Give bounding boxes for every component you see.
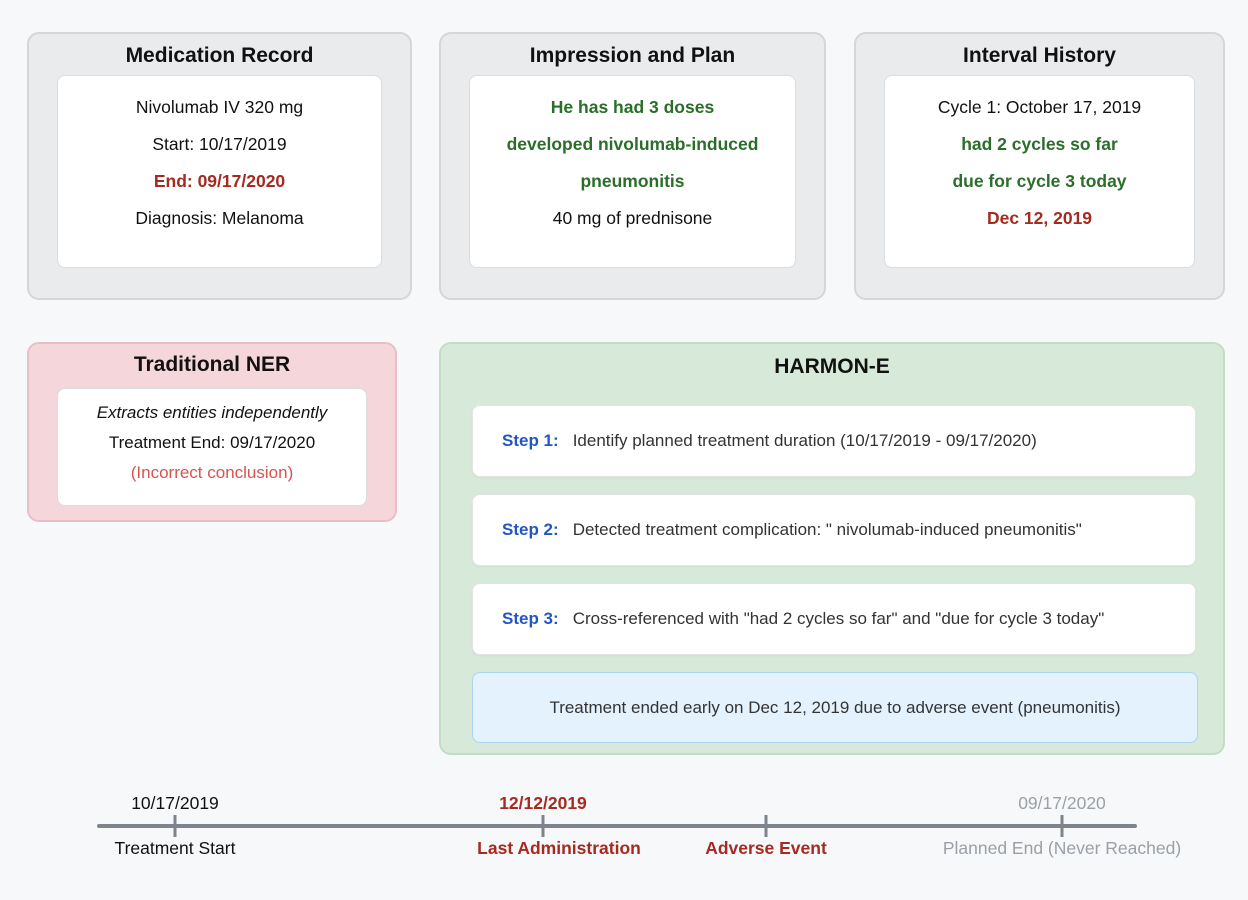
impression-plan-card: Impression and Plan He has had 3 doses d…	[439, 32, 826, 300]
conclusion-text: Treatment ended early on Dec 12, 2019 du…	[549, 697, 1121, 717]
incorrect-conclusion-line: (Incorrect conclusion)	[130, 463, 294, 482]
planned-end-label: Planned End (Never Reached)	[942, 838, 1182, 858]
harmon-e-card: HARMON-E Step 1: Identify planned treatm…	[439, 342, 1225, 755]
doses-line: He has had 3 doses	[550, 97, 715, 117]
timeline-tick-last-administration	[541, 815, 545, 837]
medication-record-card: Medication Record Nivolumab IV 320 mg St…	[27, 32, 412, 300]
dec12-line: Dec 12, 2019	[986, 208, 1093, 228]
due-cycle3-line: due for cycle 3 today	[952, 171, 1127, 191]
prednisone-line: 40 mg of prednisone	[552, 208, 713, 228]
diagnosis-line: Diagnosis: Melanoma	[135, 208, 304, 228]
harmon-e-title: HARMON-E	[774, 355, 890, 378]
traditional-ner-card: Traditional NER Extracts entities indepe…	[27, 342, 397, 522]
medication-line: Nivolumab IV 320 mg	[135, 97, 304, 117]
interval-history-body: Cycle 1: October 17, 2019 had 2 cycles s…	[884, 75, 1195, 268]
treatment-start-date: 10/17/2019	[131, 793, 219, 813]
cycle1-line: Cycle 1: October 17, 2019	[937, 97, 1142, 117]
timeline-tick-treatment-start	[173, 815, 177, 837]
timeline-tick-adverse-event	[764, 815, 768, 837]
cycles-so-far-line: had 2 cycles so far	[961, 134, 1118, 154]
impression-plan-body: He has had 3 doses developed nivolumab-i…	[469, 75, 796, 268]
last-administration-label: Last Administration	[477, 838, 641, 858]
ner-description-line: Extracts entities independently	[96, 403, 328, 422]
impression-plan-title: Impression and Plan	[529, 44, 736, 67]
pneumonitis-line: developed nivolumab-induced pneumonitis	[506, 134, 759, 191]
adverse-event-label: Adverse Event	[705, 838, 827, 858]
end-date-line: End: 09/17/2020	[153, 171, 286, 191]
step-3-box: Step 3: Cross-referenced with "had 2 cyc…	[472, 583, 1196, 655]
timeline-tick-planned-end	[1060, 815, 1064, 837]
step-2-box: Step 2: Detected treatment complication:…	[472, 494, 1196, 566]
timeline-axis	[97, 824, 1137, 828]
interval-history-title: Interval History	[963, 44, 1116, 67]
planned-end-date: 09/17/2020	[1018, 793, 1106, 813]
start-date-line: Start: 10/17/2019	[152, 134, 287, 154]
traditional-ner-title: Traditional NER	[133, 353, 291, 376]
step-2-text: Detected treatment complication: " nivol…	[572, 520, 1082, 539]
traditional-ner-body: Extracts entities independently Treatmen…	[57, 388, 367, 506]
interval-history-card: Interval History Cycle 1: October 17, 20…	[854, 32, 1225, 300]
medication-record-title: Medication Record	[125, 44, 314, 67]
step-1-label: Step 1:	[502, 431, 559, 450]
conclusion-banner: Treatment ended early on Dec 12, 2019 du…	[472, 672, 1198, 743]
step-2-label: Step 2:	[502, 520, 559, 539]
step-3-text: Cross-referenced with "had 2 cycles so f…	[572, 609, 1105, 628]
step-1-box: Step 1: Identify planned treatment durat…	[472, 405, 1196, 477]
treatment-start-label: Treatment Start	[114, 838, 236, 858]
ner-treatment-end-line: Treatment End: 09/17/2020	[108, 433, 316, 452]
step-3-label: Step 3:	[502, 609, 559, 628]
last-administration-date: 12/12/2019	[499, 793, 587, 813]
medication-record-body: Nivolumab IV 320 mg Start: 10/17/2019 En…	[57, 75, 382, 268]
step-1-text: Identify planned treatment duration (10/…	[572, 431, 1037, 450]
